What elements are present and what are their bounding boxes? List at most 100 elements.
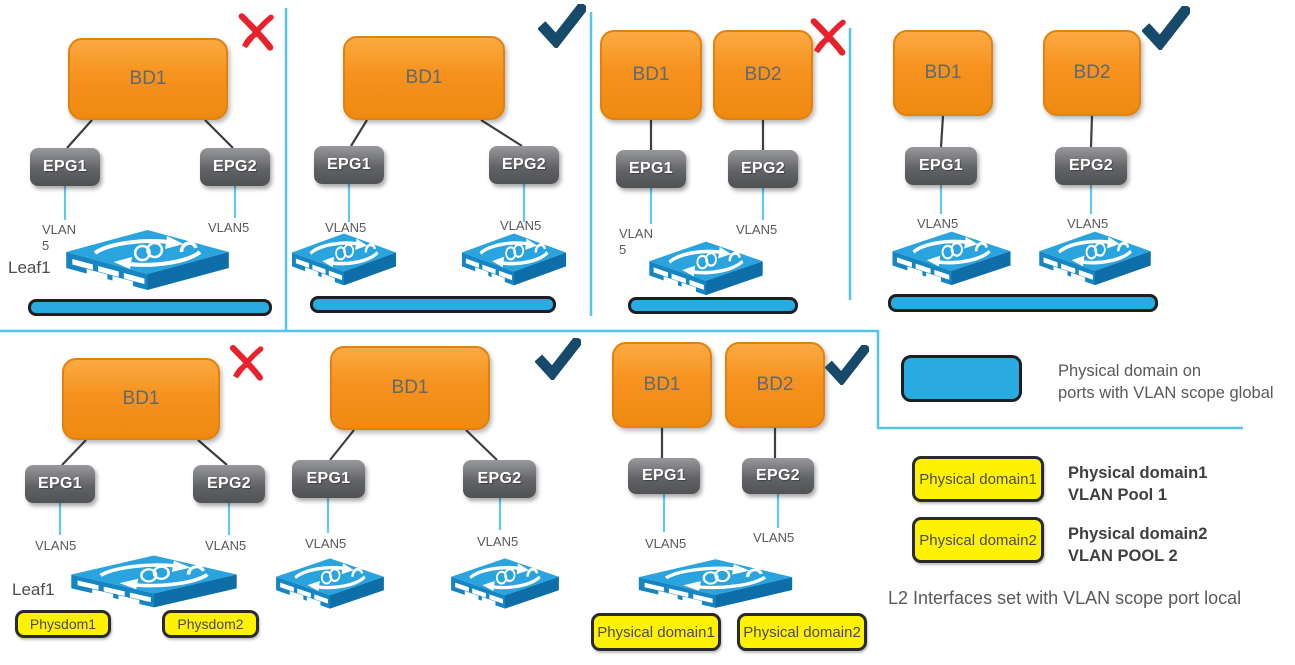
leaf-label: Leaf1 [12, 580, 55, 599]
check-icon [825, 345, 869, 385]
epg-box: EPG1 [30, 148, 100, 186]
epg-label: EPG1 [327, 156, 371, 173]
panel-5-one-leaf-one-bd-portlocal: BD1 EPG1 EPG2 VLAN5 VLAN5 Leaf1 Physdom1… [0, 332, 286, 665]
bd-box: BD1 [330, 346, 490, 430]
x-icon [225, 342, 267, 382]
bd-label: BD1 [632, 64, 670, 85]
epg-label: EPG2 [741, 160, 785, 177]
epg-box: EPG1 [616, 150, 686, 188]
epg-box: EPG2 [728, 150, 798, 188]
physical-domain-tag: Physical domain1 [591, 613, 721, 651]
leaf-switch-icon [633, 556, 798, 616]
vlan-label: VLAN5 [477, 534, 519, 549]
epg-label: EPG2 [207, 475, 251, 492]
epg-box: EPG1 [628, 458, 700, 494]
bd-label: BD2 [1073, 62, 1111, 83]
epg-label: EPG2 [756, 467, 800, 484]
vlan-label: VLAN5 [1067, 216, 1109, 231]
epg-label: EPG1 [642, 467, 686, 484]
epg-box: EPG2 [193, 465, 265, 503]
phys-domain-bar [888, 294, 1158, 312]
physical-domain-tag: Physdom2 [162, 610, 259, 638]
vlan-label: VLAN5 [917, 216, 959, 231]
vlan-label: VLAN5 [753, 530, 795, 545]
phys-domain-bar [310, 296, 556, 313]
epg-box: EPG1 [25, 465, 95, 503]
epg-box: EPG1 [314, 146, 384, 184]
leaf-switch-icon [458, 230, 570, 294]
panel-7-one-leaf-two-bds-portlocal: BD1 BD2 EPG1 EPG2 VLAN5 VLAN5 Physical d… [591, 332, 880, 665]
vlan-label: VLAN5 [208, 220, 250, 235]
epg-box: EPG2 [200, 148, 270, 186]
legend-physical-domain2-tag: Physical domain2 [912, 517, 1044, 563]
x-icon [805, 15, 850, 57]
legend-phys-domain-bar [901, 355, 1022, 402]
legend-footnote: L2 Interfaces set with VLAN scope port l… [888, 588, 1242, 608]
epg-label: EPG2 [1069, 157, 1113, 174]
panel-4-two-leaves-two-bds: BD1 BD2 EPG1 EPG2 VLAN5 VLAN5 [880, 0, 1295, 331]
vlan-label: VLAN5 [325, 220, 367, 235]
phys-domain-bar [628, 297, 798, 314]
leaf-switch-icon [60, 226, 235, 300]
legend-domain1-description: Physical domain1 VLAN Pool 1 [1068, 464, 1208, 505]
bd-label: BD1 [643, 374, 681, 395]
bd-box: BD1 [612, 342, 712, 428]
leaf-label: Leaf1 [8, 258, 51, 277]
bd-label: BD1 [391, 377, 429, 398]
physical-domain-tag: Physical domain2 [737, 613, 867, 651]
leaf-switch-icon [288, 230, 400, 294]
epg-box: EPG1 [292, 460, 365, 498]
bd-label: BD1 [122, 388, 160, 409]
bd-box: BD1 [893, 30, 993, 116]
phys-domain-bar [28, 299, 272, 316]
bd-label: BD1 [405, 67, 443, 88]
vlan-label: VLAN5 [645, 536, 687, 551]
check-icon [1142, 6, 1190, 50]
leaf-switch-icon [645, 238, 767, 304]
epg-box: EPG2 [463, 460, 536, 498]
epg-box: EPG2 [742, 458, 814, 494]
bd-box: BD1 [600, 30, 702, 120]
vlan-label: VLAN5 [736, 222, 778, 237]
panel-6-two-leaves-one-bd-portlocal: BD1 EPG1 EPG2 VLAN5 VLAN5 [272, 332, 591, 665]
bd-box: BD2 [725, 342, 825, 428]
vlan-label: VLAN5 [305, 536, 347, 551]
epg-label: EPG2 [502, 156, 546, 173]
leaf-switch-icon [65, 552, 243, 616]
epg-box: EPG1 [905, 147, 977, 185]
epg-box: EPG2 [1055, 147, 1127, 185]
epg-label: EPG1 [43, 158, 87, 175]
epg-label: EPG1 [919, 157, 963, 174]
bd-label: BD1 [129, 68, 167, 89]
x-icon [233, 10, 278, 52]
vlan-label: VLAN5 [205, 538, 247, 553]
bd-box: BD1 [68, 38, 228, 120]
bd-box: BD1 [62, 358, 220, 440]
leaf-switch-icon [1035, 228, 1155, 294]
vlan-label: VLAN5 [35, 538, 77, 553]
bd-label: BD2 [756, 374, 794, 395]
leaf-switch-icon [272, 555, 388, 617]
panel-2-two-leaves-one-bd: BD1 EPG1 EPG2 VLAN5 VLAN5 [286, 0, 591, 331]
epg-label: EPG1 [38, 475, 82, 492]
legend-physical-domain1-tag: Physical domain1 [912, 456, 1044, 502]
physical-domain-tag: Physdom1 [15, 610, 111, 638]
check-icon [538, 4, 586, 48]
bd-label: BD1 [924, 62, 962, 83]
epg-label: EPG2 [213, 158, 257, 175]
bd-box: BD1 [343, 36, 505, 120]
epg-label: EPG2 [477, 470, 522, 487]
legend-domain2-description: Physical domain2 VLAN POOL 2 [1068, 525, 1208, 566]
vlan-label: VLAN5 [500, 218, 542, 233]
bd-box: BD2 [1043, 30, 1141, 116]
check-icon [535, 338, 581, 380]
bd-label: BD2 [744, 64, 782, 85]
epg-box: EPG2 [489, 146, 559, 184]
legend: Physical domain on ports with VLAN scope… [880, 332, 1295, 665]
leaf-switch-icon [447, 555, 563, 617]
